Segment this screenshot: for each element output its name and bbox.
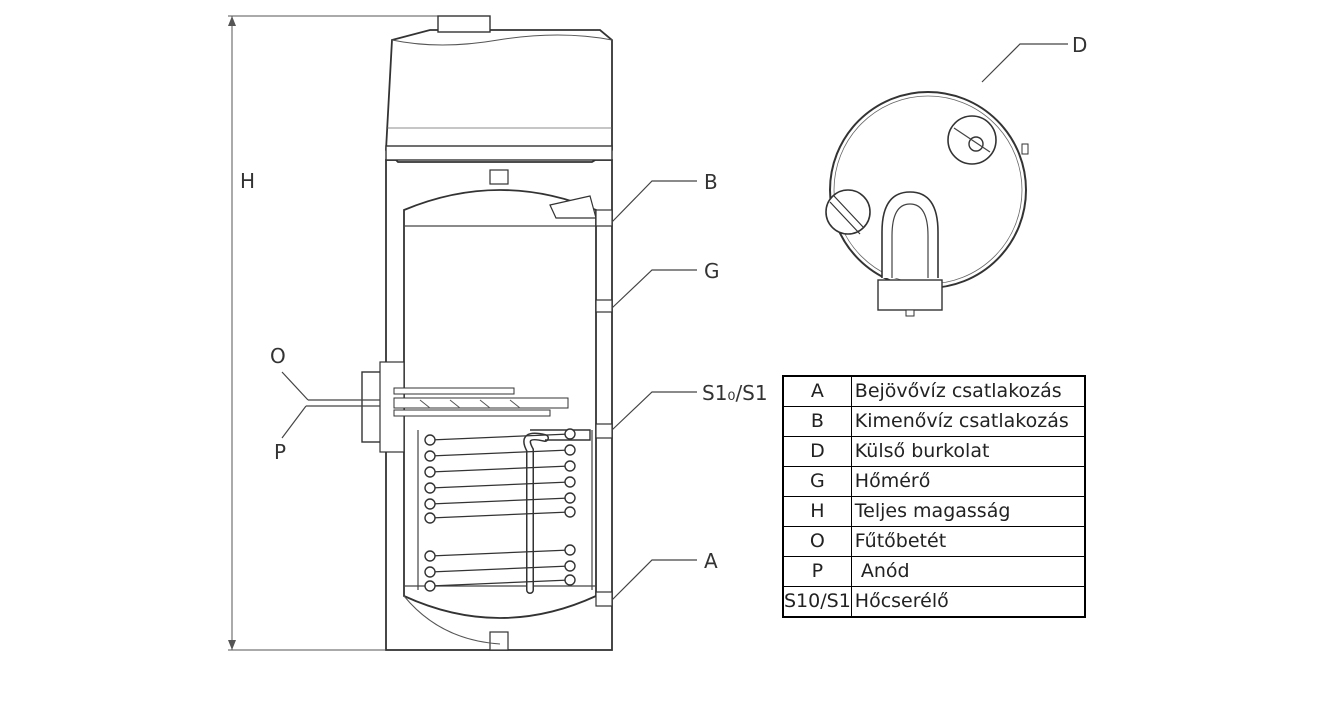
legend-description: Teljes magasság — [850, 496, 1086, 527]
legend-description: Fűtőbetét — [850, 526, 1086, 557]
connection-stubs — [549, 195, 613, 607]
coil-loop — [424, 550, 436, 562]
legend-code: O — [782, 526, 852, 557]
coil-loop — [564, 492, 576, 504]
legend-description: Hőcserélő — [850, 586, 1086, 618]
callout-b: B — [704, 170, 718, 194]
coil-winding — [429, 481, 571, 489]
legend-code: B — [782, 406, 852, 437]
coil-loop — [424, 466, 436, 478]
callout-h: H — [240, 169, 255, 193]
coil-loop — [424, 566, 436, 578]
coil-loop — [564, 476, 576, 488]
coil-loop — [564, 574, 576, 586]
legend-description: Bejövővíz csatlakozás — [850, 375, 1086, 407]
coil-loop — [564, 544, 576, 556]
coil-loop — [424, 512, 436, 524]
legend-row: P Anód — [782, 556, 1086, 587]
legend-description: Külső burkolat — [850, 436, 1086, 467]
coil-loop — [564, 444, 576, 456]
callout-o: O — [270, 344, 286, 368]
coil-winding — [429, 549, 571, 557]
coil-winding — [429, 465, 571, 473]
coil-loop — [564, 460, 576, 472]
legend-code: A — [782, 375, 852, 407]
coil-winding — [429, 565, 571, 573]
callout-p: P — [274, 440, 286, 464]
coil-winding — [429, 497, 571, 505]
callout-a: A — [704, 549, 718, 573]
callout-leaders — [281, 43, 1068, 601]
top-view — [825, 91, 1029, 317]
coil-loop — [424, 580, 436, 592]
callout-g: G — [704, 259, 720, 283]
coil-winding — [429, 449, 571, 457]
coil-winding — [429, 433, 571, 441]
coil-winding — [429, 511, 571, 519]
coil-loop — [564, 560, 576, 572]
coil-loop — [424, 450, 436, 462]
heating-element — [361, 361, 569, 453]
callout-s1: S1₀/S1 — [702, 381, 768, 405]
legend-code: H — [782, 496, 852, 527]
legend-description: Hőmérő — [850, 466, 1086, 497]
heat-exchanger-coil — [417, 428, 593, 594]
legend-description: Anód — [850, 556, 1086, 587]
legend-code: D — [782, 436, 852, 467]
coil-loop — [424, 482, 436, 494]
coil-loop — [564, 428, 576, 440]
coil-winding — [429, 579, 571, 587]
coil-loop — [424, 434, 436, 446]
callout-d: D — [1072, 33, 1087, 57]
legend-code: S10/S1 — [782, 586, 852, 618]
coil-loop — [564, 506, 576, 518]
coil-loop — [424, 498, 436, 510]
legend-description: Kimenővíz csatlakozás — [850, 406, 1086, 437]
legend-code: P — [782, 556, 852, 587]
legend-code: G — [782, 466, 852, 497]
